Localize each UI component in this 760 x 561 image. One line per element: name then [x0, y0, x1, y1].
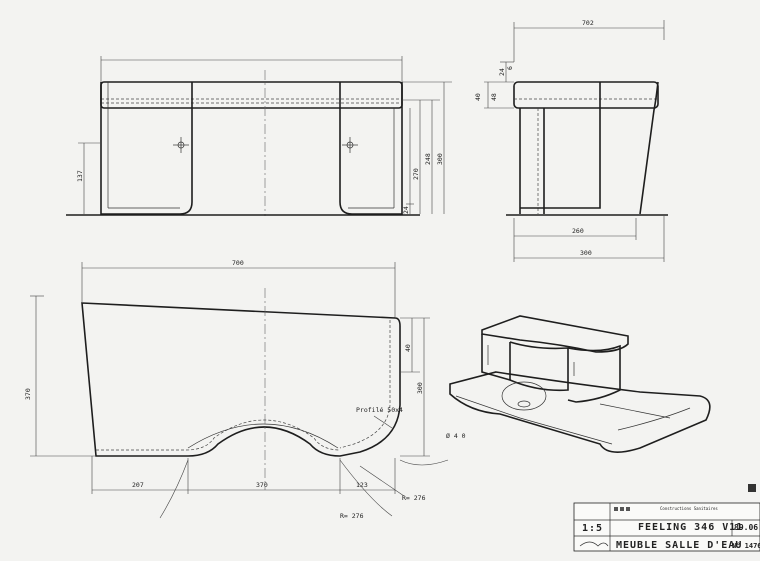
dim-side-depth1: 260	[572, 227, 584, 235]
title-block: Constructions Sanitaires 1:5 FEELING 346…	[573, 502, 760, 552]
scale-label: 1:5	[582, 523, 603, 534]
logo-mark	[614, 507, 618, 511]
dim-plan-seg3: 123	[356, 481, 368, 489]
drawing-title: MEUBLE SALLE D'EAU	[616, 540, 742, 551]
dim-side-c: 40	[474, 93, 482, 101]
drawing-number: N° 1476	[732, 542, 760, 550]
company-name: Constructions Sanitaires	[660, 506, 718, 511]
dim-front-r4: 300	[436, 153, 444, 165]
logo-mark-3	[626, 507, 630, 511]
note-iso: Ø 4 0	[446, 432, 466, 440]
dim-front-r2: 270	[412, 168, 420, 180]
dim-side-b: 6	[506, 66, 514, 70]
dim-front-r3: 248	[424, 153, 432, 165]
project-name: FEELING 346 V11	[638, 522, 743, 533]
isometric-view	[449, 315, 756, 492]
dim-plan-r1: 40	[404, 344, 412, 352]
logo-mark-2	[620, 507, 624, 511]
dim-plan-width: 700	[232, 259, 244, 267]
note-profile: Profilé 50x4	[356, 406, 403, 414]
side-elevation: 702 24 6 40 48 260 300	[474, 19, 668, 262]
dim-plan-r2: 300	[416, 382, 424, 394]
dim-plan-r276a: R= 276	[340, 512, 364, 520]
dim-side-depth2: 300	[580, 249, 592, 257]
signature	[579, 541, 609, 547]
dim-front-left: 137	[76, 170, 84, 182]
dim-side-total: 702	[582, 19, 594, 27]
dim-plan-left: 370	[24, 388, 32, 400]
dim-plan-seg2: 370	[256, 481, 268, 489]
dim-side-d: 48	[490, 93, 498, 101]
drawing-date: 89.06.09	[734, 523, 760, 532]
front-elevation: 137 24 270 248 300	[66, 56, 452, 216]
dim-side-a: 24	[498, 68, 506, 76]
corner-marker	[748, 484, 756, 492]
dim-plan-r276b: R= 276	[402, 494, 426, 502]
plan-view: 700 370 40 300 207 370 123 R= 276	[24, 259, 466, 520]
dim-front-r1: 24	[402, 206, 410, 214]
dim-plan-seg1: 207	[132, 481, 144, 489]
